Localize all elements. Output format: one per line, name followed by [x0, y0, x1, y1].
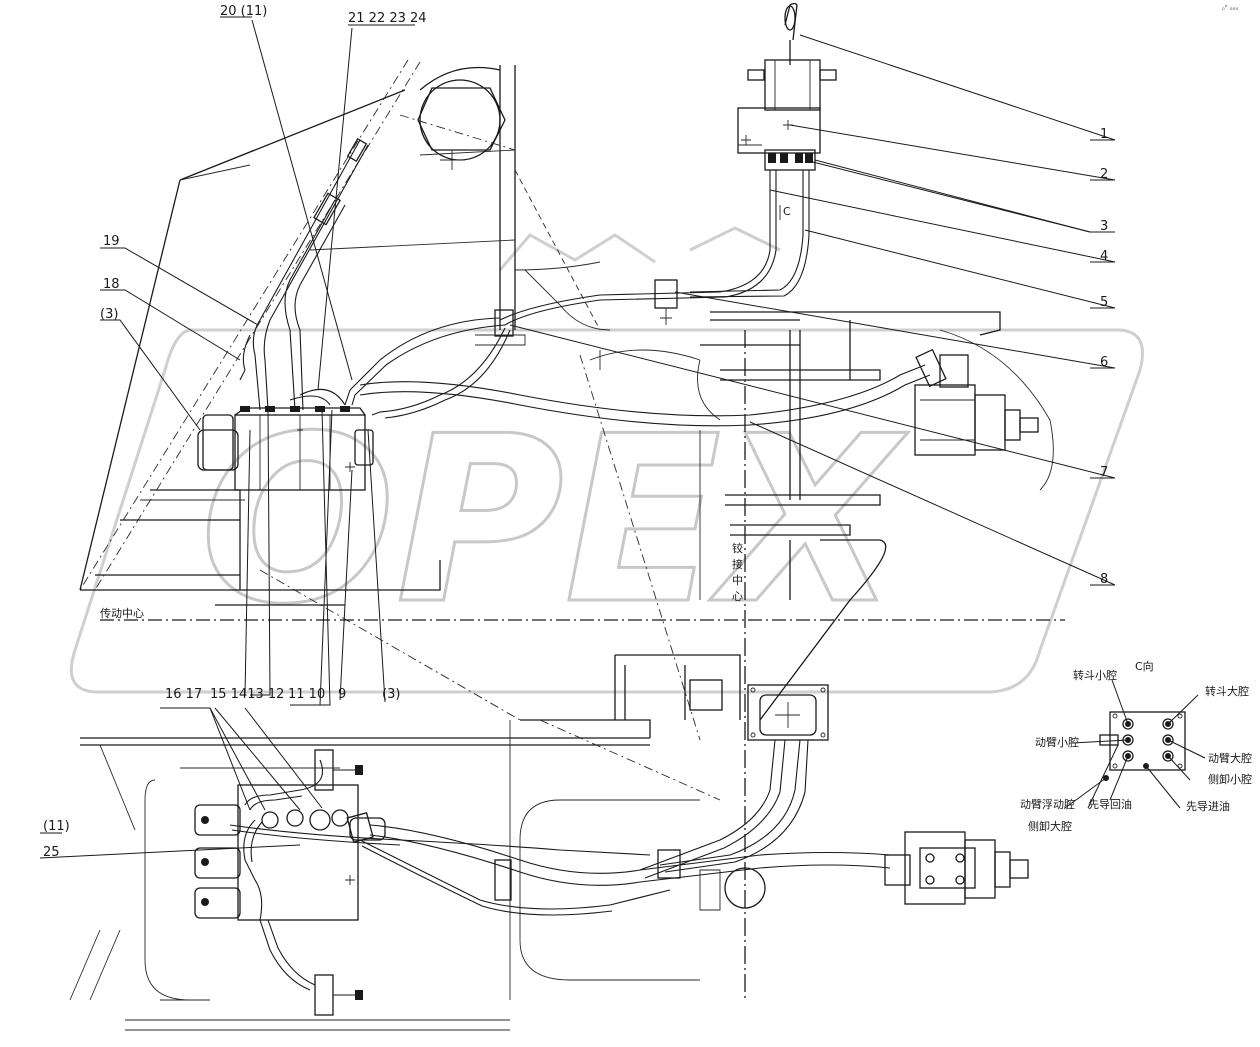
callout-25: 25: [43, 845, 60, 860]
hinge-center-char-4: 心: [732, 590, 743, 603]
callout-6: 6: [1100, 355, 1108, 370]
label-bucket-large: 转斗大腔: [1205, 684, 1249, 698]
hinge-center-char-2: 接: [732, 558, 743, 571]
label-pilot-return: 先导回油: [1088, 797, 1132, 811]
lower-right-pump: [884, 831, 1029, 905]
callout-20-11: 20 (11): [220, 4, 267, 19]
callout-11-paren: (11): [43, 819, 70, 834]
view-c-detail: [1064, 679, 1206, 809]
watermark-text: OPEX: [200, 388, 908, 655]
callout-8: 8: [1100, 572, 1108, 587]
callout-18: 18: [103, 277, 120, 292]
label-boom-float: 动臂浮动腔: [1020, 797, 1075, 811]
hinge-center-char-3: 中: [732, 574, 743, 587]
callout-3: 3: [1100, 219, 1108, 234]
callout-2: 2: [1100, 167, 1108, 182]
callout-19: 19: [103, 234, 120, 249]
label-side-large: 侧卸大腔: [1028, 819, 1072, 833]
upper-frame-outline: [79, 59, 1065, 1000]
label-boom-large: 动臂大腔: [1208, 751, 1252, 765]
lower-control-valve: [194, 749, 374, 1016]
transmission-center-label: 传动中心: [100, 607, 144, 620]
lower-pilot-pipes: [229, 739, 891, 991]
label-pilot-inlet: 先导进油: [1186, 799, 1230, 813]
lower-pilot-valve: [747, 684, 829, 741]
callout-numbers: 1 2 3 4 5 6 7 8 9 11 10 15 1413 12 16 17…: [43, 4, 1108, 860]
lower-frame: [69, 654, 766, 1031]
callout-11-10: 11 10: [288, 687, 325, 702]
label-boom-small: 动臂小腔: [1035, 735, 1079, 749]
callout-16-17: 16 17: [165, 687, 202, 702]
watermark: OPEX: [69, 226, 1144, 694]
callout-leaders: [39, 16, 1116, 859]
upper-right-pump: [914, 348, 1039, 456]
callout-3-left: (3): [100, 307, 118, 322]
callout-4: 4: [1100, 249, 1108, 264]
pilot-valve: C: [737, 2, 837, 220]
label-side-small: 侧卸小腔: [1208, 772, 1252, 786]
callout-15-12: 15 1413 12: [210, 687, 284, 702]
view-c-title: C向: [1135, 659, 1154, 673]
drawing-labels: 传动中心 铰 接 中 心 C向 转斗小腔 转斗大腔 动臂小腔 动臂大腔 侧卸小腔…: [100, 541, 1252, 833]
upper-pilot-pipes: [239, 137, 931, 427]
label-bucket-small: 转斗小腔: [1073, 668, 1117, 682]
callout-7: 7: [1100, 465, 1108, 480]
callout-21-24: 21 22 23 24: [348, 11, 427, 26]
callout-9: 9: [338, 687, 346, 702]
callout-3-paren: (3): [382, 687, 400, 702]
corner-mark: ₒᴾ ₒₒₒ: [1222, 4, 1239, 12]
callout-5: 5: [1100, 295, 1108, 310]
view-c-mark: C: [783, 205, 791, 218]
callout-1: 1: [1100, 127, 1108, 142]
hinge-center-char-1: 铰: [732, 541, 743, 555]
right-frame-structure: [589, 311, 1054, 721]
